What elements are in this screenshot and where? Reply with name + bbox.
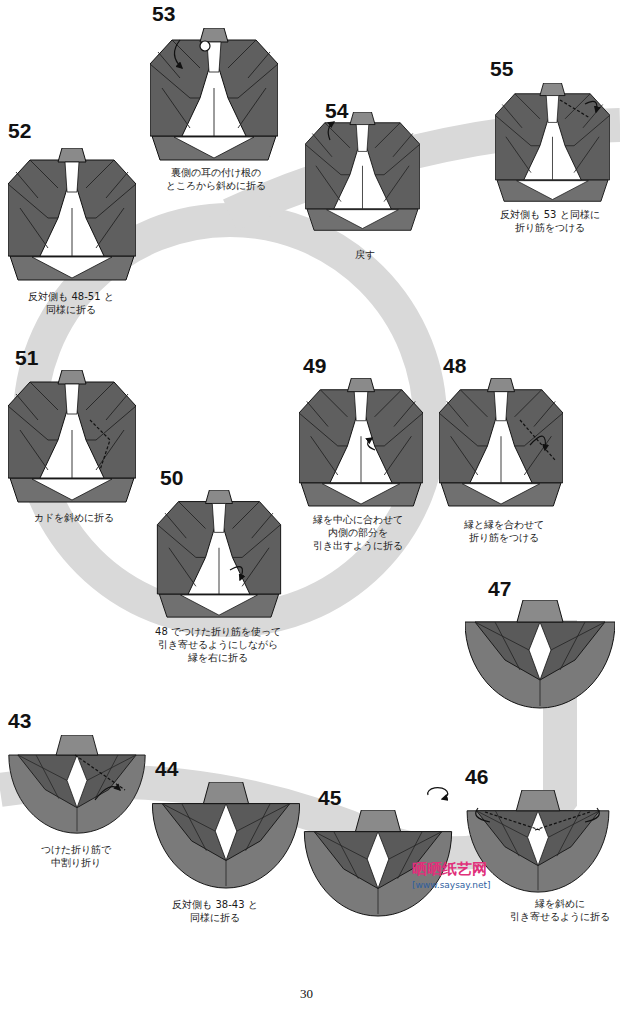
step-figure bbox=[8, 370, 136, 502]
step-figure bbox=[8, 148, 136, 280]
step-caption: カドを斜めに折る bbox=[24, 511, 124, 524]
step-number: 43 bbox=[8, 710, 31, 732]
step-number: 50 bbox=[160, 467, 183, 489]
step-figure bbox=[299, 378, 423, 506]
step-number: 46 bbox=[465, 766, 488, 788]
step-number: 52 bbox=[8, 120, 31, 142]
step-number: 45 bbox=[318, 787, 341, 809]
step-figure bbox=[465, 600, 615, 708]
step-caption: 縁を中心に合わせて 内側の部分を 引き出すように折る bbox=[304, 513, 412, 552]
step-number: 54 bbox=[325, 100, 348, 122]
step-figure bbox=[152, 782, 299, 888]
step-figure bbox=[305, 112, 420, 230]
step-figure bbox=[150, 28, 278, 160]
step-caption: 縁と縁を合わせて 折り筋をつける bbox=[456, 518, 552, 544]
step-figure bbox=[439, 378, 563, 506]
step-caption: 48 でつけた折り筋を使って 引き寄せるようにしながら 縁を右に折る bbox=[150, 625, 286, 664]
watermark-url: [www.saysay.net] bbox=[412, 880, 491, 891]
step-figures bbox=[8, 28, 615, 916]
page-number: 30 bbox=[300, 986, 313, 1002]
background-band bbox=[0, 125, 620, 853]
step-number: 53 bbox=[152, 3, 175, 25]
step-caption: 戻す bbox=[350, 248, 380, 261]
watermark: 晒晒纸艺网 bbox=[412, 861, 487, 878]
step-caption: 反対側も 53 と同様に 折り筋をつける bbox=[494, 208, 606, 234]
step-number: 48 bbox=[443, 355, 466, 377]
step-caption: 反対側も 48-51 と 同様に折る bbox=[22, 290, 120, 316]
step-figure bbox=[495, 83, 610, 201]
step-figure bbox=[9, 735, 145, 833]
step-number: 55 bbox=[490, 58, 513, 80]
fold-arrows bbox=[75, 40, 599, 830]
step-caption: 裏側の耳の付け根の ところから斜めに折る bbox=[160, 166, 272, 192]
step-number: 44 bbox=[155, 758, 178, 780]
step-caption: つけた折り筋で 中割り折り bbox=[34, 843, 118, 869]
step-number: 47 bbox=[488, 578, 511, 600]
step-number: 49 bbox=[303, 355, 326, 377]
step-figure bbox=[467, 790, 609, 892]
step-number: 51 bbox=[15, 347, 38, 369]
step-caption: 縁を斜めに 引き寄せるように折る bbox=[504, 897, 616, 923]
step-caption: 反対側も 38-43 と 同様に折る bbox=[166, 898, 264, 924]
step-figure bbox=[157, 490, 280, 617]
